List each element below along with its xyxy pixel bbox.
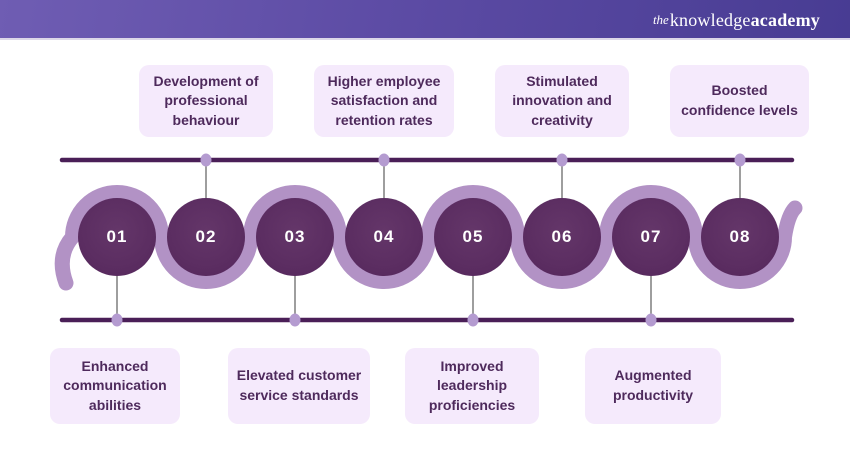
step-circle-02: 02: [167, 198, 245, 276]
label-box-step-04: Higher employee satisfaction and retenti…: [314, 65, 454, 137]
label-box-step-06: Stimulated innovation and creativity: [495, 65, 629, 137]
step-circle-04: 04: [345, 198, 423, 276]
rail-dot-step-08: [734, 153, 746, 167]
step-number: 08: [729, 227, 751, 246]
step-circle-03: 03: [256, 198, 334, 276]
rail-dot-step-05: [467, 313, 479, 327]
step-circle-08: 08: [701, 198, 779, 276]
label-box-step-01: Enhanced communication abilities: [50, 348, 180, 424]
step-number: 01: [106, 227, 128, 246]
step-circle-01: 01: [78, 198, 156, 276]
logo-knowledge: knowledge: [669, 9, 751, 30]
label-box-step-03: Elevated customer service standards: [228, 348, 370, 424]
step-circle-06: 06: [523, 198, 601, 276]
step-circle-05: 05: [434, 198, 512, 276]
rail-dot-step-02: [200, 153, 212, 167]
label-box-step-02: Development of professional behaviour: [139, 65, 273, 137]
rail-dot-step-03: [289, 313, 301, 327]
logo-the: the: [652, 12, 669, 27]
rail-dot-step-07: [645, 313, 657, 327]
step-number: 07: [640, 227, 662, 246]
step-number: 06: [551, 227, 573, 246]
label-box-step-07: Augmented productivity: [585, 348, 721, 424]
step-number: 03: [284, 227, 306, 246]
logo-academy: academy: [750, 9, 820, 30]
rail-dot-step-01: [111, 313, 123, 327]
label-box-step-08: Boosted confidence levels: [670, 65, 809, 137]
rail-dot-step-06: [556, 153, 568, 167]
step-number: 04: [373, 227, 395, 246]
label-box-step-05: Improved leadership proficiencies: [405, 348, 539, 424]
step-circle-07: 07: [612, 198, 690, 276]
ribbon-wave: [54, 185, 803, 291]
step-number: 05: [462, 227, 484, 246]
step-number: 02: [195, 227, 217, 246]
rail-dot-step-04: [378, 153, 390, 167]
